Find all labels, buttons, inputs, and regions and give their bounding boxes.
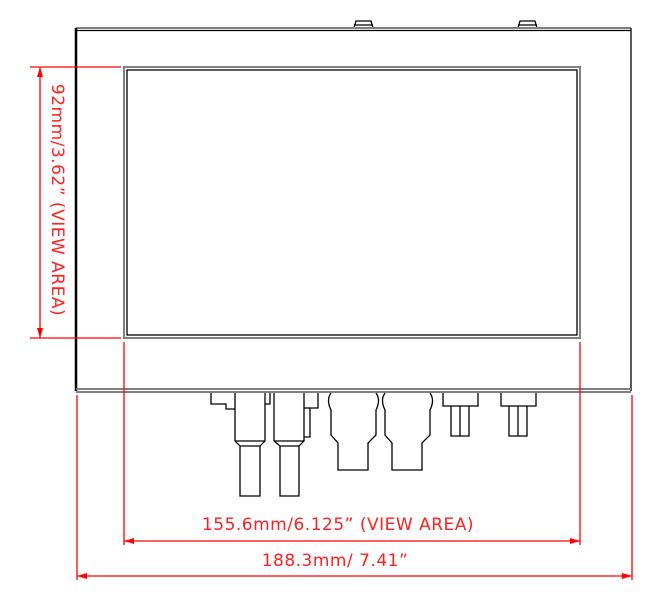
arrow-left-icon xyxy=(77,573,87,579)
arrow-down-icon xyxy=(37,328,43,338)
connector-video-2 xyxy=(381,392,434,471)
arrow-left-icon xyxy=(124,538,134,544)
view-width-dimension: 155.6mm/6.125” (VIEW AREA) xyxy=(123,342,581,545)
connector-jack-2 xyxy=(500,393,537,437)
height-dimension-label: 92mm/3.62” (VIEW AREA) xyxy=(47,84,67,316)
arrow-up-icon xyxy=(37,67,43,77)
connector-power-1 xyxy=(234,393,271,497)
arrow-right-icon xyxy=(622,573,632,579)
arrow-right-icon xyxy=(570,538,580,544)
connector-small-tab xyxy=(210,393,235,410)
connector-jack-1 xyxy=(442,393,479,437)
connector-power-2 xyxy=(273,393,319,497)
screen-view-area xyxy=(123,66,581,339)
overall-width-dimension-label: 188.3mm/ 7.41” xyxy=(262,551,409,571)
housing-outline xyxy=(74,27,632,393)
height-dimension: 92mm/3.62” (VIEW AREA) xyxy=(30,66,121,339)
connector-video-1 xyxy=(327,392,380,471)
top-buttons xyxy=(353,20,538,29)
overall-width-dimension: 188.3mm/ 7.41” xyxy=(76,395,633,580)
bottom-connectors xyxy=(210,392,537,497)
view-width-dimension-label: 155.6mm/6.125” (VIEW AREA) xyxy=(202,515,474,535)
